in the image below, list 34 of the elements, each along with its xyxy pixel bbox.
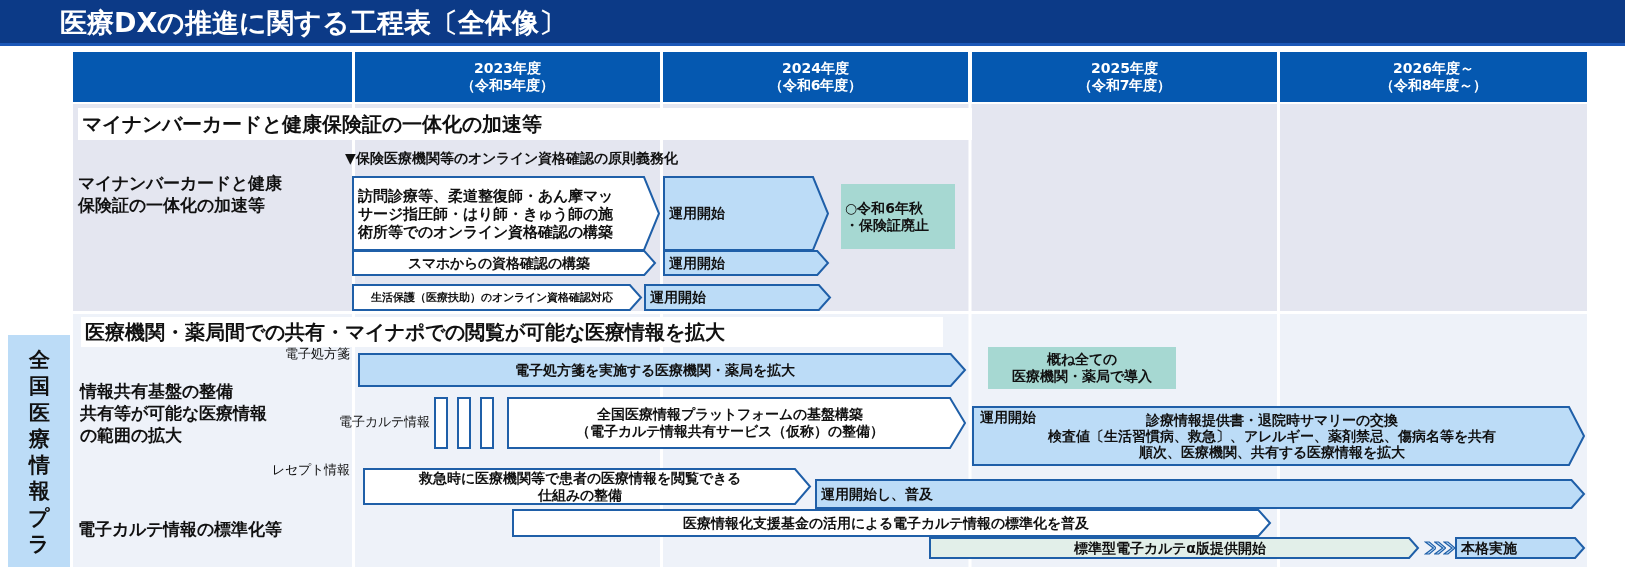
chevron-bar: 本格実施 — [1455, 537, 1585, 559]
header-cell: 2025年度（令和7年度） — [972, 52, 1277, 102]
chevron-bar: 生活保護（医療扶助）のオンライン資格確認対応 — [352, 284, 642, 311]
header-cell: 2026年度～（令和8年度～） — [1280, 52, 1587, 102]
row-label: レセプト情報 — [271, 462, 350, 479]
chevron-bar: スマホからの資格確認の構築 — [352, 250, 656, 276]
note-box: ○令和6年秋・保険証廃止 — [841, 184, 955, 249]
status-note: ▼保険医療機関等のオンライン資格確認の原則義務化 — [345, 149, 679, 168]
chevron-bar: 訪問診療等、柔道整復師・あん摩マッサージ指圧師・はり師・きゅう師の施術所等でのオンライン資格確認の構築 — [352, 176, 660, 251]
chevron-bar: 電子処方箋を実施する医療機関・薬局を拡大 — [358, 353, 966, 387]
note-box: 概ね全ての医療機関・薬局で導入 — [988, 347, 1176, 389]
chevron-bar: 全国医療情報プラットフォームの基盤構築（電子カルテ情報共有サービス（仮称）の整備） — [507, 397, 966, 449]
chevron-bar: 医療情報化支援基金の活用による電子カルテ情報の標準化を普及 — [512, 509, 1271, 537]
header-cell — [73, 52, 352, 102]
row-heading: 電子カルテ情報の標準化等 — [78, 518, 283, 541]
row-label: 電子処方箋 — [284, 346, 350, 363]
bar-box — [457, 397, 471, 449]
header-cell: 2023年度（令和5年度） — [355, 52, 660, 102]
row-heading: マイナンバーカードと健康保険証の一体化の加速等 — [78, 172, 283, 217]
chevron-bar: 運用開始 — [644, 284, 831, 311]
bar-box — [434, 397, 448, 449]
section-heading-band: マイナンバーカードと健康保険証の一体化の加速等 — [78, 108, 972, 140]
chevron-bar: 運用開始 — [663, 250, 829, 276]
row-heading: 情報共有基盤の整備共有等が可能な医療情報の範囲の拡大 — [80, 380, 268, 447]
header-cell: 2024年度（令和6年度） — [663, 52, 968, 102]
row-label: 電子カルテ情報 — [338, 414, 430, 431]
chevron-bar: 運用開始し、普及 — [815, 479, 1585, 509]
side-category-band: 全国医療情報プラ — [8, 335, 70, 567]
chevron-bar: 標準型電子カルテα版提供開始 — [929, 537, 1419, 559]
bar-box — [480, 397, 494, 449]
title-banner: 医療DXの推進に関する工程表〔全体像〕 — [0, 0, 1625, 46]
chevron-bar: 運用開始 診療情報提供書・退院時サマリーの交換 検査値〔生活習慣病、救急〕、アレルギー、薬剤禁忌、傷病名等を共有 順次、医療機関、共有する医療情報を拡大 — [972, 406, 1585, 466]
section-heading-band: 医療機関・薬局間での共有・マイナポでの閲覧が可能な医療情報を拡大 — [81, 317, 943, 347]
chevron-bar: 救急時に医療機関等で患者の医療情報を閲覧できる仕組みの整備 — [363, 468, 811, 505]
